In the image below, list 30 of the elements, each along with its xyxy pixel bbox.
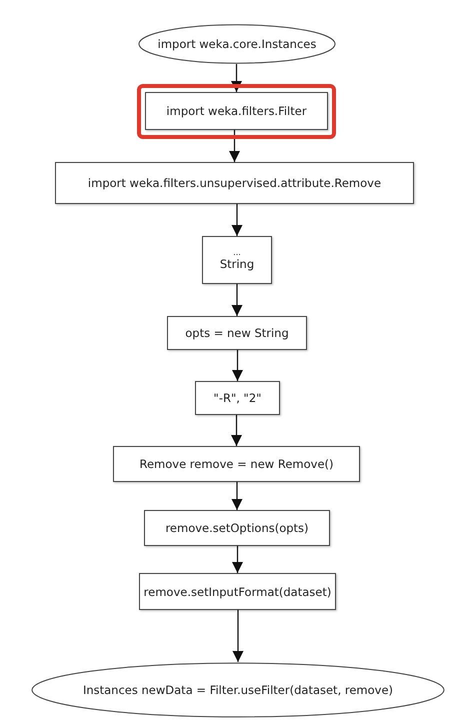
node-text: remove.setOptions(opts) xyxy=(165,521,309,535)
arrow xyxy=(231,415,242,446)
arrow xyxy=(232,546,243,573)
process-box xyxy=(145,92,328,130)
node-text: import weka.core.Instances xyxy=(158,37,316,51)
arrow xyxy=(232,284,242,316)
arrow xyxy=(232,610,244,662)
node-text: import weka.filters.unsupervised.attribute.Remove xyxy=(88,176,382,190)
node-text: remove.setInputFormat(dataset) xyxy=(144,584,332,598)
arrow xyxy=(232,204,242,236)
node-text: Remove remove = new Remove() xyxy=(139,457,334,471)
process-box xyxy=(195,381,280,415)
node-text: import weka.filters.Filter xyxy=(166,104,307,118)
node-text: ... xyxy=(233,249,241,257)
arrow xyxy=(232,482,242,510)
arrow xyxy=(232,350,243,381)
node-text: "-R", "2" xyxy=(214,391,262,405)
terminal-ellipse xyxy=(30,662,446,718)
process-box xyxy=(113,446,360,482)
node-text: opts = new String xyxy=(185,326,289,340)
process-box xyxy=(202,236,272,284)
node-text: String xyxy=(220,257,254,271)
process-box xyxy=(139,573,336,610)
arrow xyxy=(231,64,242,92)
process-box xyxy=(55,162,414,204)
terminal-ellipse xyxy=(138,24,336,64)
arrow xyxy=(229,130,240,162)
node-text: Instances newData = Filter.useFilter(dataset, remove) xyxy=(82,683,394,697)
process-box xyxy=(167,316,307,350)
process-box xyxy=(144,510,330,546)
